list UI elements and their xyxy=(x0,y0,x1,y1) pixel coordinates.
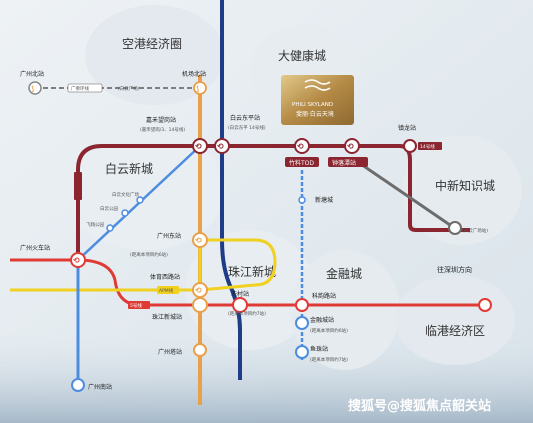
note-dongping: (白云东平 14号线) xyxy=(228,124,266,131)
line-label-guangfo: 广佛环线 xyxy=(71,85,89,92)
svg-text:⟲: ⟲ xyxy=(195,142,202,151)
label-fengcun: 冼村站 xyxy=(231,290,249,298)
line-label-14: 14号线 xyxy=(420,143,435,150)
label-bg-zhuliao xyxy=(285,157,319,167)
station-node-fengcun xyxy=(232,297,248,313)
station-node-guangzhou-east: ⟲ xyxy=(192,232,208,248)
station-node-zhujiang xyxy=(192,297,208,313)
project-brand-cn: 斐丽·白云天境 xyxy=(296,110,334,118)
project-logo-icon xyxy=(304,79,331,85)
label-feixiang: 飞翔公园 xyxy=(86,221,104,228)
station-dot-culture-square xyxy=(136,196,144,204)
line-yellow xyxy=(10,238,277,292)
label-zhuliao: 竹料TOD xyxy=(289,159,314,167)
zone-label-health: 大健康城 xyxy=(278,48,326,63)
zone-bubble-zhongxin xyxy=(402,135,522,245)
label-baiyun-park: 白云公园 xyxy=(100,205,118,212)
station-node-dongping: ⟲ xyxy=(214,138,230,154)
station-node-zhenlong-top xyxy=(403,139,417,153)
line-gray-zhenlong xyxy=(351,156,451,227)
label-guangzhou-south: 广州南站 xyxy=(88,383,112,391)
watermark: 搜狐号@搜狐焦点韶关站 xyxy=(348,398,491,414)
svg-text:⟲: ⟲ xyxy=(297,142,304,151)
note-zhujiang: (距离本项目约7站) xyxy=(228,310,266,317)
svg-text:⟲: ⟲ xyxy=(73,256,80,265)
label-bg-zhongluotan xyxy=(328,157,368,167)
svg-text:⟆: ⟆ xyxy=(31,85,34,93)
project-box xyxy=(281,75,354,125)
svg-text:⟲: ⟲ xyxy=(195,236,202,245)
station-dot-feixiang xyxy=(106,224,114,232)
station-dot-baiyun-park xyxy=(121,209,129,217)
label-tiyu-west: 体育西路站 xyxy=(150,273,180,281)
station-node-airport-north: ⟆ xyxy=(193,81,207,95)
line-tag-14-left xyxy=(74,172,82,200)
label-jiahe: 嘉禾望岗站 xyxy=(146,116,176,124)
zone-bubble-zhujiang xyxy=(185,230,315,350)
station-node-zhuliao: ⟲ xyxy=(294,138,310,154)
station-node-zhongluotan: ⟲ xyxy=(344,138,360,154)
label-zhujiang-station: 珠江新城站 xyxy=(152,313,182,321)
label-guangzhou-north: 广州北站 xyxy=(20,70,44,78)
label-zhenlong: 镇龙站 xyxy=(398,124,416,132)
line-tag-guangfo xyxy=(67,83,103,93)
zone-label-lingang: 临港经济区 xyxy=(425,323,485,338)
project-brand-en: PHILI SKYLAND xyxy=(292,102,333,108)
station-node-kecun xyxy=(295,298,309,312)
note-yuzhu: (距离本项目约7站) xyxy=(310,356,348,363)
zone-label-zhujiang: 珠江新城 xyxy=(228,264,276,279)
station-node-guangzhou-railway: ⟲ xyxy=(70,252,86,268)
note-financial: (距离本项目约6站) xyxy=(310,327,348,334)
line-tag-14 xyxy=(418,142,442,150)
note-baiyun-square: (白云广场) xyxy=(118,85,140,92)
zone-label-baiyun: 白云新城 xyxy=(105,161,153,176)
station-node-jiahe: ⟲ xyxy=(192,138,208,154)
zone-label-airport: 空港经济圈 xyxy=(122,36,182,51)
station-dot-kexuecheng xyxy=(298,196,306,204)
station-node-tiyu-west: ⟲ xyxy=(192,282,208,298)
label-jinrong: 金融城站 xyxy=(310,316,334,324)
zone-bubble-financial xyxy=(290,250,400,370)
station-node-guangzhou-tower xyxy=(193,343,207,357)
label-culture-square: 白云文化广场 xyxy=(112,191,139,198)
station-node-zhenlong xyxy=(448,221,462,235)
line-label-5: 5号线 xyxy=(130,302,142,309)
station-node-guangzhou-north: ⟆ xyxy=(28,81,42,95)
note-zhenlong: (白云广场站) xyxy=(462,227,488,234)
line-tag-5 xyxy=(128,301,150,309)
station-node-yuzhu xyxy=(295,345,309,359)
label-zhongluotan: 钟落潭站 xyxy=(332,159,356,167)
zone-bubble-airport xyxy=(85,5,225,105)
note-jiahe: (嘉禾望岗/3、14号线) xyxy=(140,126,185,133)
svg-text:⟲: ⟲ xyxy=(195,286,202,295)
label-shenzhen-direction: 往深圳方向 xyxy=(437,265,472,274)
label-yuzhu: 鱼珠站 xyxy=(310,345,328,353)
label-kecun: 科韵路站 xyxy=(312,292,336,300)
station-node-xinsha xyxy=(478,298,492,312)
line-label-3branch: APM线 xyxy=(159,287,174,294)
station-node-guangzhou-south xyxy=(71,378,85,392)
zone-bubble-lingang xyxy=(395,275,515,365)
line-navy xyxy=(220,0,242,380)
line-tag-3branch xyxy=(157,286,179,294)
zone-label-financial: 金融城 xyxy=(326,266,362,281)
label-dongping: 白云东平站 xyxy=(230,114,260,122)
project-logo-icon-2 xyxy=(304,85,331,91)
label-airport-north: 机场北站 xyxy=(182,70,206,78)
label-guangzhou-railway: 广州火车站 xyxy=(20,244,50,252)
svg-text:⟲: ⟲ xyxy=(347,142,354,151)
label-guangzhou-east: 广州东站 xyxy=(157,232,181,240)
station-node-jinrong xyxy=(295,316,309,330)
svg-text:⟆: ⟆ xyxy=(196,85,199,93)
svg-text:⟲: ⟲ xyxy=(217,142,224,151)
zone-label-zhongxin: 中新知识城 xyxy=(435,178,495,193)
note-east: (距离本项目约6站) xyxy=(130,251,168,258)
label-kexuecheng: 新塘城 xyxy=(315,196,333,204)
label-guangzhou-tower: 广州塔站 xyxy=(158,348,182,356)
